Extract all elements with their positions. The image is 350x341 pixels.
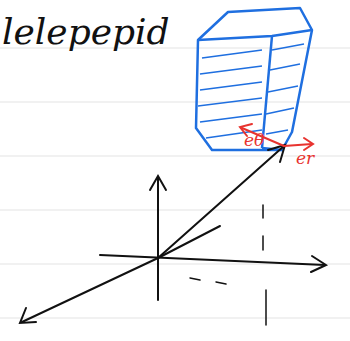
vector-label: eθ — [244, 132, 264, 149]
parallelepiped — [196, 8, 312, 150]
ruled-lines — [0, 48, 350, 318]
heading-note: lelepepid — [2, 14, 170, 50]
vector-label: er — [296, 150, 314, 167]
unit-vectors — [240, 124, 313, 150]
axes — [20, 145, 326, 325]
